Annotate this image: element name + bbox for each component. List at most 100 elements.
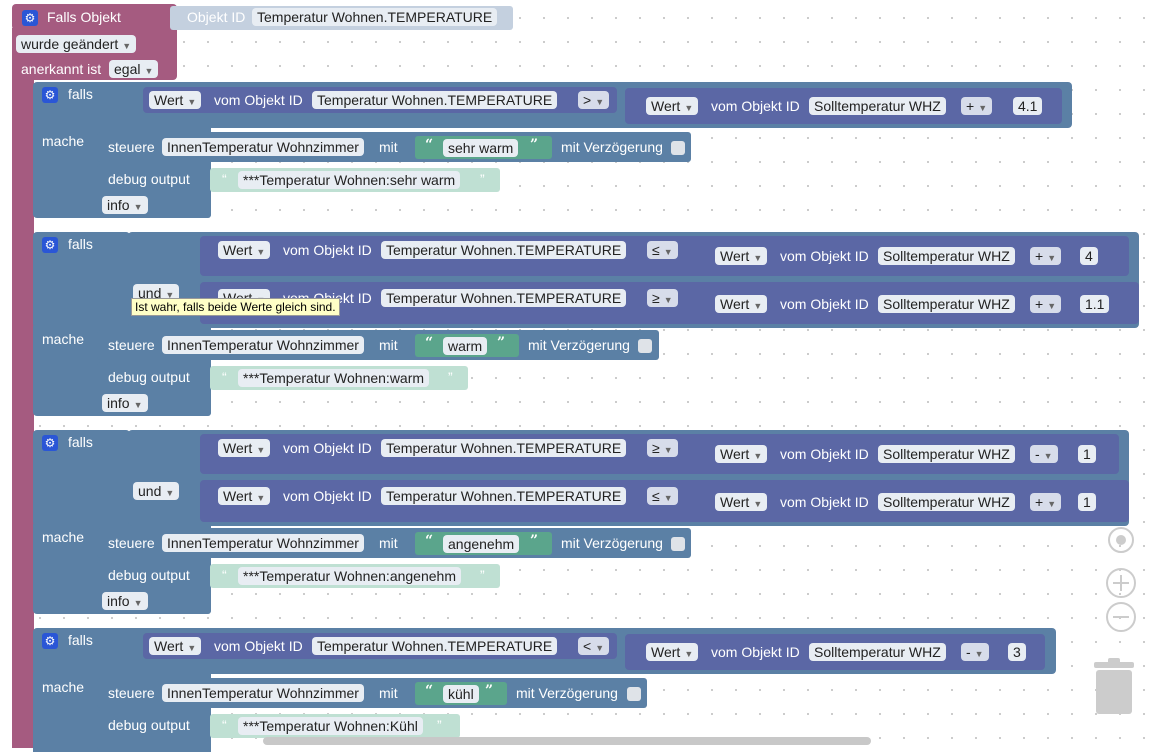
delay-checkbox[interactable]: [638, 339, 652, 353]
object-id-value[interactable]: Temperatur Wohnen.TEMPERATURE: [381, 439, 627, 457]
target-object[interactable]: InnenTemperatur Wohnzimmer: [162, 684, 364, 702]
delay-label: mit Verzögerung: [561, 139, 663, 155]
number-value[interactable]: 1.1: [1080, 295, 1110, 313]
close-quote-icon: ”: [480, 567, 485, 583]
operator-dropdown[interactable]: >▼: [578, 91, 610, 109]
target-object[interactable]: InnenTemperatur Wohnzimmer: [162, 534, 364, 552]
number-value[interactable]: 4: [1080, 247, 1098, 265]
mache-label: mache: [42, 133, 85, 149]
operator-dropdown[interactable]: ≤▼: [647, 487, 678, 505]
zoom-out-icon[interactable]: [1105, 601, 1137, 633]
number-value[interactable]: 1: [1078, 445, 1096, 463]
logic-dropdown[interactable]: und▼: [133, 284, 180, 302]
number-value[interactable]: 4.1: [1013, 97, 1043, 115]
wert-dropdown[interactable]: Wert▼: [715, 247, 768, 265]
open-quote-icon: “: [222, 567, 227, 583]
object-id-value[interactable]: Solltemperatur WHZ: [809, 97, 946, 115]
horizontal-scrollbar[interactable]: [263, 737, 871, 745]
wert-dropdown[interactable]: Wert▼: [646, 643, 699, 661]
operator-dropdown[interactable]: ≤▼: [647, 241, 678, 259]
wert-dropdown[interactable]: Wert▼: [149, 91, 202, 109]
steuere-label: steuere: [108, 685, 155, 701]
number-value[interactable]: 1: [1078, 493, 1096, 511]
math-operator-dropdown[interactable]: +▼: [961, 97, 993, 115]
ack-dropdown[interactable]: egal▼: [109, 60, 159, 78]
operator-dropdown[interactable]: ≥▼: [647, 439, 678, 457]
target-object[interactable]: InnenTemperatur Wohnzimmer: [162, 336, 364, 354]
wert-dropdown[interactable]: Wert▼: [646, 97, 699, 115]
logic-dropdown[interactable]: und▼: [133, 482, 180, 500]
mache-label: mache: [42, 331, 85, 347]
text-value[interactable]: warm: [443, 337, 488, 355]
mit-label: mit: [379, 139, 398, 155]
text-value[interactable]: angenehm: [443, 535, 520, 553]
debug-text[interactable]: ***Temperatur Wohnen:sehr warm: [238, 171, 461, 189]
debug-block[interactable]: [97, 710, 211, 750]
vom-label: vom Objekt ID: [214, 92, 303, 108]
vom-label: vom Objekt ID: [780, 446, 869, 462]
object-id-value[interactable]: Solltemperatur WHZ: [878, 295, 1015, 313]
object-id-value[interactable]: Temperatur Wohnen.TEMPERATURE: [381, 241, 627, 259]
wert-dropdown[interactable]: Wert▼: [149, 637, 202, 655]
close-quote-icon: ”: [437, 717, 442, 733]
falls-label: falls: [68, 86, 93, 102]
trash-icon[interactable]: [1092, 658, 1136, 716]
delay-label: mit Verzögerung: [528, 337, 630, 353]
wert-dropdown[interactable]: Wert▼: [715, 295, 768, 313]
gear-icon[interactable]: ⚙: [22, 9, 38, 26]
object-id-value[interactable]: Solltemperatur WHZ: [809, 643, 946, 661]
math-operator-dropdown[interactable]: +▼: [1030, 247, 1062, 265]
target-object[interactable]: InnenTemperatur Wohnzimmer: [162, 138, 364, 156]
math-operator-dropdown[interactable]: -▼: [961, 643, 989, 661]
open-quote-icon: “: [425, 335, 434, 351]
math-operator-dropdown[interactable]: +▼: [1030, 493, 1062, 511]
wert-dropdown[interactable]: Wert▼: [218, 241, 271, 259]
object-id-value[interactable]: Solltemperatur WHZ: [878, 247, 1015, 265]
log-level-dropdown[interactable]: info▼: [102, 394, 148, 412]
vom-label: vom Objekt ID: [780, 494, 869, 510]
text-value[interactable]: sehr warm: [443, 139, 519, 157]
log-level-dropdown[interactable]: info▼: [102, 196, 148, 214]
object-id-value[interactable]: Temperatur Wohnen.TEMPERATURE: [312, 637, 558, 655]
open-quote-icon: “: [222, 369, 227, 385]
wert-dropdown[interactable]: Wert▼: [218, 439, 271, 457]
debug-text[interactable]: ***Temperatur Wohnen:Kühl: [238, 717, 423, 735]
wert-dropdown[interactable]: Wert▼: [218, 487, 271, 505]
number-value[interactable]: 3: [1008, 643, 1026, 661]
steuere-label: steuere: [108, 139, 155, 155]
gear-icon[interactable]: ⚙: [42, 236, 58, 253]
debug-label: debug output: [108, 171, 190, 187]
vom-label: vom Objekt ID: [711, 98, 800, 114]
math-operator-dropdown[interactable]: +▼: [1030, 295, 1062, 313]
gear-icon[interactable]: ⚙: [42, 434, 58, 451]
math-operator-dropdown[interactable]: -▼: [1030, 445, 1058, 463]
object-id-value[interactable]: Temperatur Wohnen.TEMPERATURE: [252, 8, 498, 26]
close-quote-icon: ”: [448, 369, 453, 385]
zoom-in-icon[interactable]: [1105, 567, 1137, 599]
ack-label: anerkannt ist: [21, 61, 102, 77]
object-id-value[interactable]: Temperatur Wohnen.TEMPERATURE: [312, 91, 558, 109]
debug-text[interactable]: ***Temperatur Wohnen:angenehm: [238, 567, 461, 585]
object-id-value[interactable]: Temperatur Wohnen.TEMPERATURE: [381, 289, 627, 307]
operator-dropdown[interactable]: ≥▼: [647, 289, 678, 307]
object-id-value[interactable]: Temperatur Wohnen.TEMPERATURE: [381, 487, 627, 505]
gear-icon[interactable]: ⚙: [42, 632, 58, 649]
operator-dropdown[interactable]: <▼: [578, 637, 610, 655]
object-id-value[interactable]: Solltemperatur WHZ: [878, 493, 1015, 511]
object-id-value[interactable]: Solltemperatur WHZ: [878, 445, 1015, 463]
debug-text[interactable]: ***Temperatur Wohnen:warm: [238, 369, 430, 387]
object-id-label: Objekt ID: [187, 9, 246, 25]
delay-checkbox[interactable]: [671, 537, 685, 551]
wert-dropdown[interactable]: Wert▼: [715, 493, 768, 511]
trigger-dropdown[interactable]: wurde geändert▼: [16, 35, 137, 53]
open-quote-icon: “: [425, 533, 434, 549]
steuere-label: steuere: [108, 535, 155, 551]
event-block[interactable]: [12, 4, 177, 30]
text-value[interactable]: kühl: [443, 685, 479, 703]
recenter-icon[interactable]: [1106, 525, 1136, 555]
delay-checkbox[interactable]: [671, 141, 685, 155]
delay-checkbox[interactable]: [627, 687, 641, 701]
wert-dropdown[interactable]: Wert▼: [715, 445, 768, 463]
log-level-dropdown[interactable]: info▼: [102, 592, 148, 610]
gear-icon[interactable]: ⚙: [42, 86, 58, 103]
